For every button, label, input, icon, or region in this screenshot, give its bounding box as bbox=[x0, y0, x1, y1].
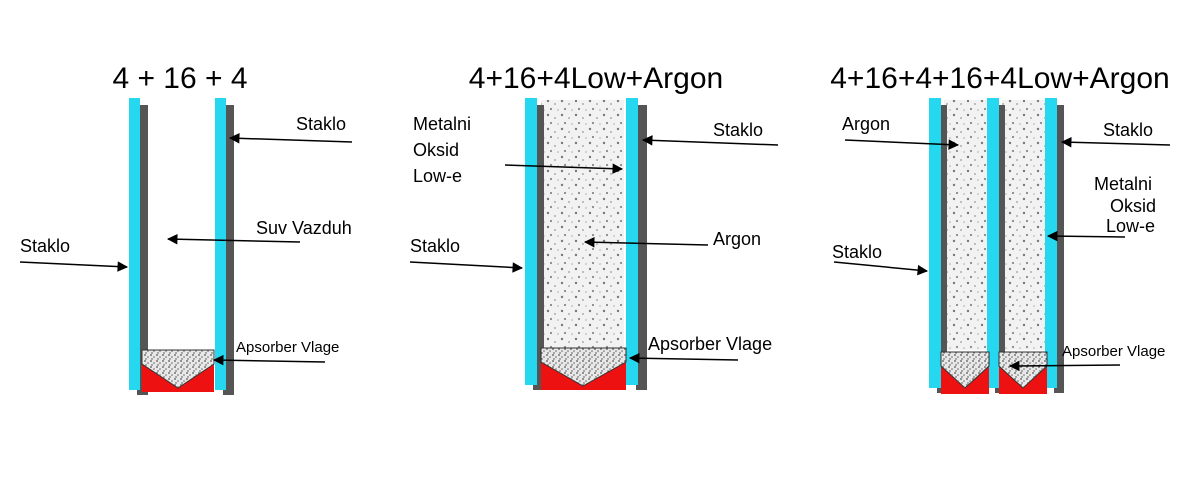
panel-3: 4+16+4+16+4Low+Argon bbox=[830, 62, 1171, 394]
panel-2: 4+16+4Low+Argon Metalni Oksid Low-e Stak… bbox=[409, 62, 779, 390]
label-staklo-right: Staklo bbox=[713, 120, 763, 140]
arrow-gap bbox=[166, 233, 301, 245]
arrow-coating bbox=[1046, 230, 1126, 242]
label-absorber: Apsorber Vlage bbox=[648, 334, 772, 354]
glass-pane-right bbox=[626, 98, 647, 390]
glass-pane-left bbox=[525, 98, 544, 390]
label-gap: Suv Vazduh bbox=[256, 218, 352, 238]
panel-2-title: 4+16+4Low+Argon bbox=[469, 62, 723, 95]
glass-pane-right bbox=[1045, 98, 1064, 393]
label-gas: Argon bbox=[713, 229, 761, 249]
glass-pane-right bbox=[215, 98, 234, 395]
label-coating-line1: Metalni bbox=[1094, 174, 1152, 194]
label-absorber: Apsorber Vlage bbox=[236, 339, 339, 356]
label-coating-line2: Oksid bbox=[413, 140, 459, 160]
arrow-gas bbox=[583, 236, 709, 248]
panel-3-title: 4+16+4+16+4Low+Argon bbox=[830, 62, 1169, 95]
arrow-staklo-right bbox=[1060, 137, 1171, 148]
arrow-absorber bbox=[212, 354, 326, 366]
arrow-absorber bbox=[628, 352, 739, 364]
moisture-absorber bbox=[141, 349, 215, 392]
label-coating-line3: Low-e bbox=[413, 166, 462, 186]
label-gas: Argon bbox=[842, 114, 890, 134]
glass-pane-middle bbox=[987, 98, 1005, 393]
arrow-coating bbox=[504, 163, 624, 174]
label-staklo-left: Staklo bbox=[832, 242, 882, 262]
arrow-staklo-left bbox=[833, 261, 929, 276]
label-staklo-left: Staklo bbox=[410, 236, 460, 256]
moisture-absorber-1 bbox=[940, 351, 990, 394]
panel-1: 4 + 16 + 4 Staklo Suv Vazduh Staklo Apso… bbox=[19, 62, 353, 395]
arrow-staklo-left bbox=[409, 261, 524, 273]
arrow-absorber bbox=[1008, 360, 1121, 372]
arrow-staklo-left bbox=[19, 261, 129, 272]
label-staklo-right: Staklo bbox=[296, 114, 346, 134]
glass-pane-left bbox=[129, 98, 148, 395]
arrow-staklo-right bbox=[641, 135, 779, 146]
label-staklo-left: Staklo bbox=[20, 236, 70, 256]
panel-1-title: 4 + 16 + 4 bbox=[112, 62, 247, 95]
arrow-staklo-right bbox=[228, 133, 353, 144]
label-coating-line3: Low-e bbox=[1106, 216, 1155, 236]
glass-pane-left bbox=[929, 98, 947, 393]
label-staklo-right: Staklo bbox=[1103, 120, 1153, 140]
moisture-absorber bbox=[540, 347, 627, 390]
label-absorber: Apsorber Vlage bbox=[1062, 343, 1165, 360]
arrow-gas bbox=[844, 139, 960, 150]
label-coating-line2: Oksid bbox=[1110, 196, 1156, 216]
moisture-absorber-2 bbox=[998, 351, 1048, 394]
label-coating-line1: Metalni bbox=[413, 114, 471, 134]
